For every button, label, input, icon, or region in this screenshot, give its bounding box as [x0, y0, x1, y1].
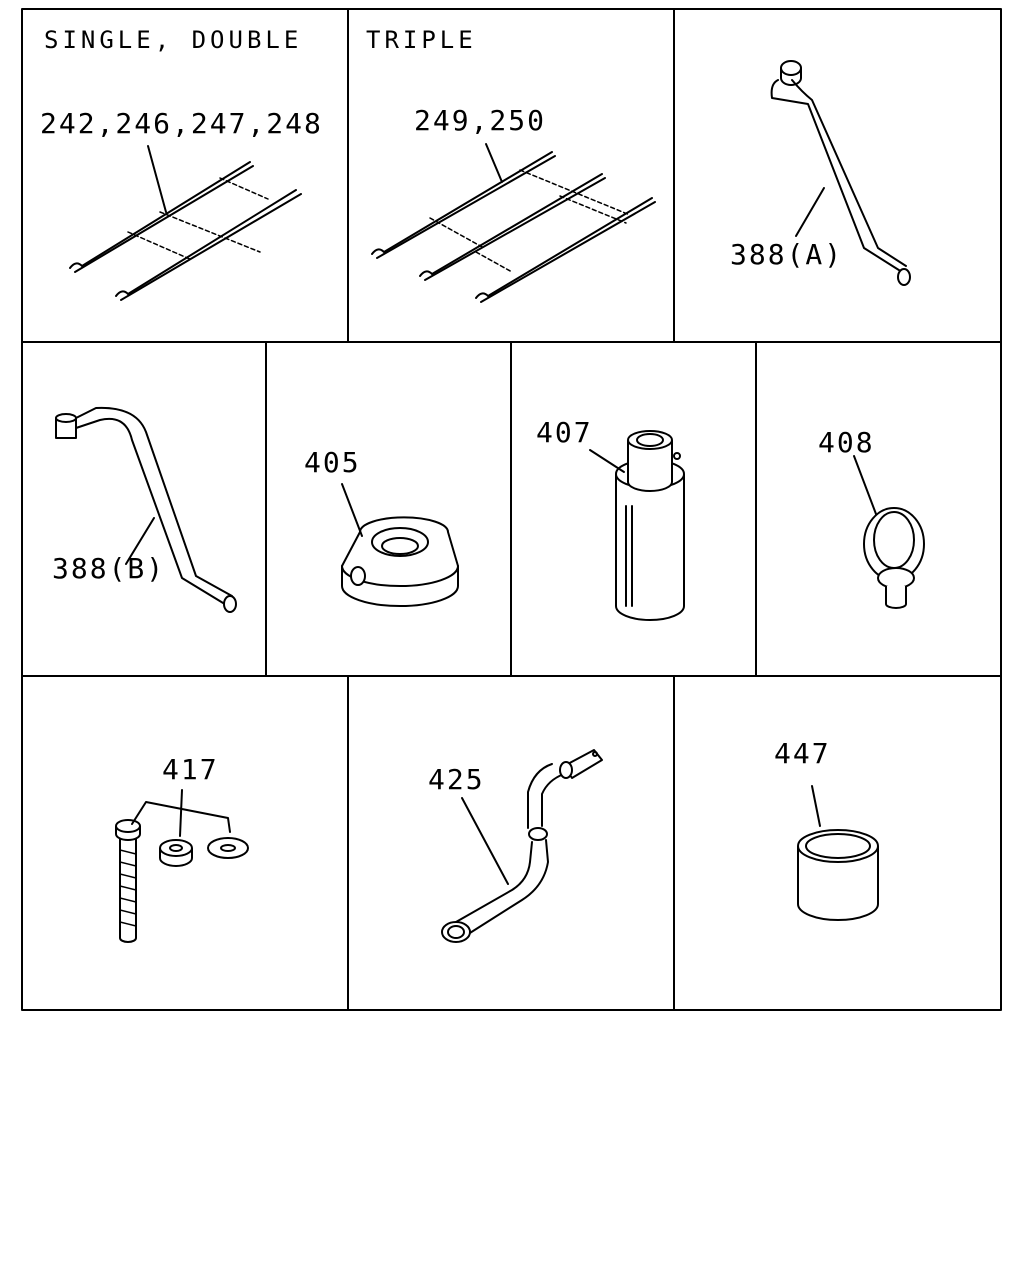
bolt-set-illustration — [115, 789, 249, 943]
part-number-rod-a[interactable]: 388(A) — [730, 238, 844, 271]
part-number-socket[interactable]: 407 — [536, 416, 593, 449]
grid-lines — [21, 8, 1002, 1011]
rod-a-illustration — [770, 60, 911, 286]
eye-bolt-illustration — [853, 455, 925, 609]
part-number-eye-bolt[interactable]: 408 — [818, 426, 875, 459]
cone-nut-illustration — [341, 483, 459, 607]
part-number-chain-single[interactable]: 242,246,247,248 — [40, 107, 323, 140]
part-number-bolt-set[interactable]: 417 — [162, 753, 219, 786]
part-number-wrench[interactable]: 425 — [428, 763, 485, 796]
collar-illustration — [797, 785, 879, 921]
chain-triple-illustration — [371, 143, 656, 303]
header-single-double: SINGLE, DOUBLE — [44, 26, 303, 54]
part-number-rod-b[interactable]: 388(B) — [52, 552, 166, 585]
wrench-illustration — [441, 749, 603, 943]
part-number-collar[interactable]: 447 — [774, 737, 831, 770]
part-number-chain-triple[interactable]: 249,250 — [414, 104, 547, 137]
part-number-cone-nut[interactable]: 405 — [304, 446, 361, 479]
header-triple: TRIPLE — [366, 26, 477, 54]
chain-single-illustration — [69, 145, 302, 301]
socket-illustration — [589, 430, 685, 621]
rod-b-illustration — [55, 406, 237, 613]
